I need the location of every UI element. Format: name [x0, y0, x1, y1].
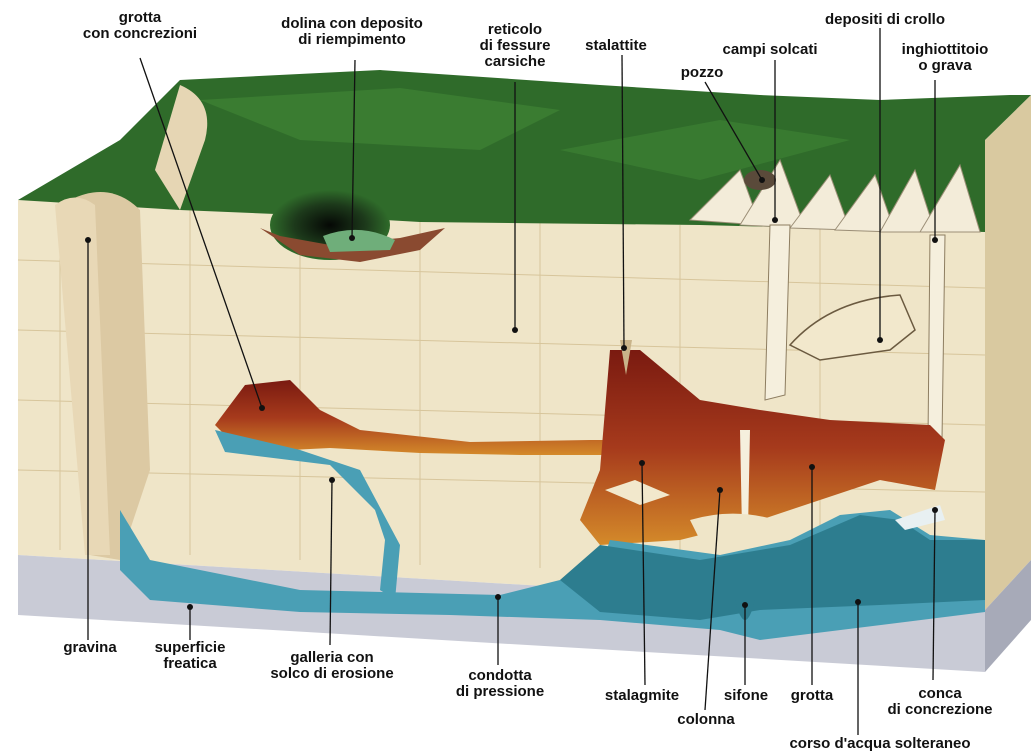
label-dolina: dolina con deposito di riempimento [281, 16, 423, 48]
label-line: colonna [677, 712, 735, 728]
label-line: grotta [83, 10, 197, 26]
label-line: superficie [155, 640, 226, 656]
label-line: di pressione [456, 684, 544, 700]
label-line: grotta [791, 688, 834, 704]
label-inghiottitoio: inghiottitoio o grava [902, 42, 989, 74]
label-line: stalattite [585, 38, 647, 54]
label-colonna: colonna [677, 712, 735, 728]
label-grotta: grotta [791, 688, 834, 704]
label-line: solco di erosione [270, 666, 393, 682]
label-line: pozzo [681, 65, 724, 81]
label-gravina: gravina [63, 640, 116, 656]
label-conca: conca di concrezione [887, 686, 992, 718]
label-stalattite: stalattite [585, 38, 647, 54]
label-line: dolina con deposito [281, 16, 423, 32]
label-line: galleria con [270, 650, 393, 666]
label-campi-solcati: campi solcati [722, 42, 817, 58]
label-line: di concrezione [887, 702, 992, 718]
label-line: depositi di crollo [825, 12, 945, 28]
label-line: gravina [63, 640, 116, 656]
label-depositi-di-crollo: depositi di crollo [825, 12, 945, 28]
label-reticolo: reticolo di fessure carsiche [480, 22, 551, 70]
label-line: sifone [724, 688, 768, 704]
label-line: con concrezioni [83, 26, 197, 42]
label-line: condotta [456, 668, 544, 684]
label-line: corso d'acqua solteraneo [789, 736, 970, 752]
label-stalagmite: stalagmite [605, 688, 679, 704]
label-line: conca [887, 686, 992, 702]
label-line: o grava [902, 58, 989, 74]
label-grotta-con-concrezioni: grotta con concrezioni [83, 10, 197, 42]
label-pozzo: pozzo [681, 65, 724, 81]
label-line: freatica [155, 656, 226, 672]
label-galleria: galleria con solco di erosione [270, 650, 393, 682]
label-line: inghiottitoio [902, 42, 989, 58]
label-superficie-freatica: superficie freatica [155, 640, 226, 672]
label-condotta: condotta di pressione [456, 668, 544, 700]
label-sifone: sifone [724, 688, 768, 704]
label-line: di fessure [480, 38, 551, 54]
label-line: stalagmite [605, 688, 679, 704]
block-side-face [985, 95, 1031, 610]
label-corso-acqua: corso d'acqua solteraneo [789, 736, 970, 752]
label-line: campi solcati [722, 42, 817, 58]
label-line: reticolo [480, 22, 551, 38]
label-line: di riempimento [281, 32, 423, 48]
label-line: carsiche [480, 54, 551, 70]
